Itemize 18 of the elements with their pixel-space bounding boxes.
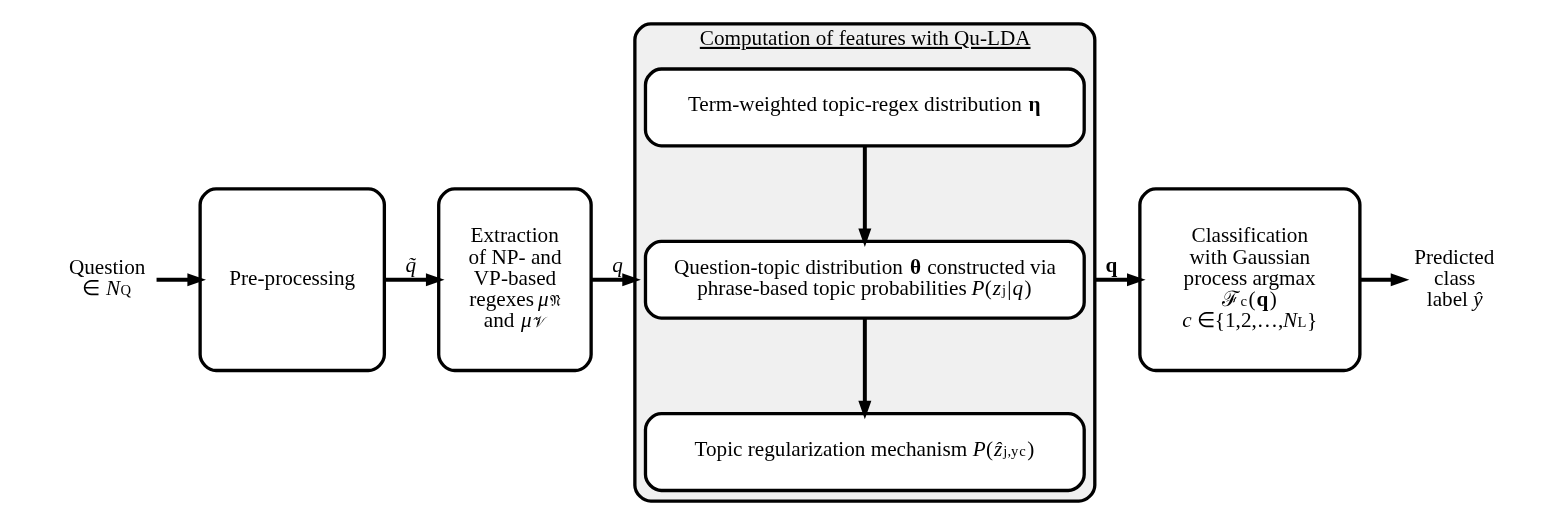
node-box: Extraction of NP- and VP-based regexes μ𝔑 and μ𝒱 — [437, 187, 593, 373]
node-text: Predicted class label ŷ — [1414, 244, 1495, 311]
arrow — [156, 273, 206, 287]
node-box: Question-topic distribution θ constructed via phrase-based topic probabilities P(zj|q) — [643, 239, 1086, 320]
node-box: Topic regularization mechanism P(ẑj,yc) — [643, 411, 1086, 493]
arrow — [858, 146, 872, 248]
edge-label: q — [612, 252, 623, 277]
edge-label: q — [1105, 252, 1118, 277]
arrow — [384, 273, 445, 287]
node-box: Classification with Gaussian process argmax ℱc(q) c ∈{1,2,…,NL} — [1138, 187, 1362, 373]
arrow — [1094, 273, 1146, 287]
node-text: Question ∈ NQ — [68, 255, 146, 301]
node-box: Pre-processing — [198, 187, 386, 373]
arrow — [858, 318, 872, 420]
arrow — [1359, 273, 1410, 287]
edge-label: q̃ — [405, 252, 417, 277]
arrow — [591, 273, 641, 287]
node-box: Term-weighted topic-regex distribution η — [643, 67, 1086, 148]
